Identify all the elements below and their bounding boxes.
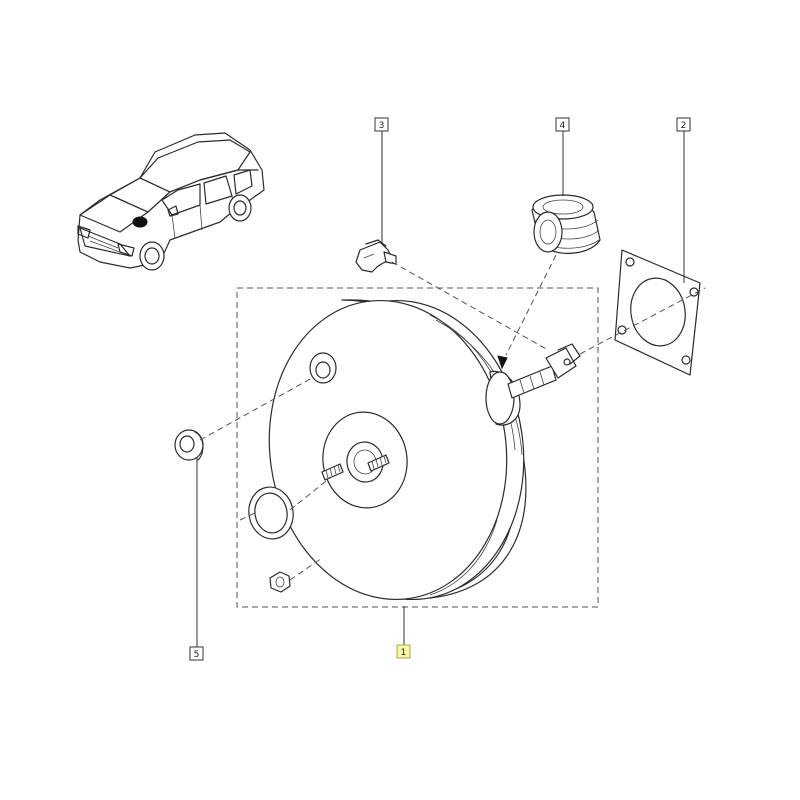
- callout-label: 2: [681, 121, 687, 131]
- brake-booster: [268, 299, 581, 601]
- car-locator-icon: [77, 132, 265, 271]
- callout-label: 3: [379, 121, 385, 131]
- stud-right: [367, 454, 390, 472]
- seal-grommet: [531, 194, 601, 254]
- callout-label: 5: [194, 650, 200, 660]
- arrow-head: [497, 355, 508, 370]
- connector-clip: [355, 239, 397, 273]
- o-ring: [248, 486, 294, 540]
- callout-3[interactable]: 3: [374, 117, 389, 132]
- callout-2[interactable]: 2: [676, 117, 691, 132]
- callout-5[interactable]: 5: [189, 646, 204, 661]
- assembly-lines: [199, 254, 706, 581]
- assembly-frame: [236, 287, 599, 608]
- gasket: [614, 249, 701, 376]
- callout-4[interactable]: 4: [555, 117, 570, 132]
- callout-1[interactable]: 1: [396, 644, 411, 659]
- callout-label: 4: [560, 121, 566, 131]
- callout-label: 1: [401, 648, 407, 658]
- grommet: [174, 429, 204, 461]
- nut: [269, 571, 291, 593]
- leader-lines: [196, 131, 685, 647]
- stud-left: [321, 463, 344, 481]
